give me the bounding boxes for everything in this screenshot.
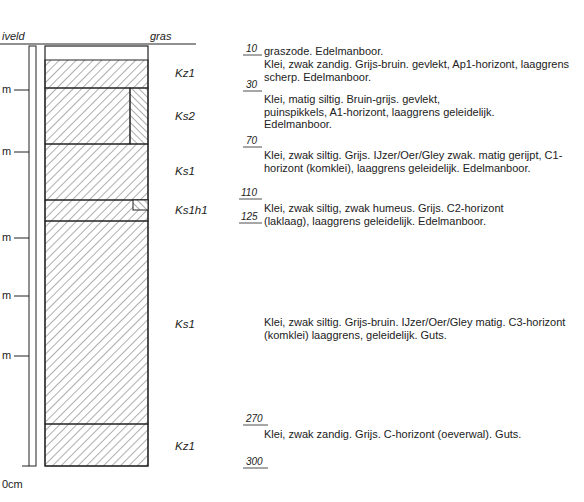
layer-description: Klei, zwak zandig. Grijs. C-horizont (oe…: [264, 428, 576, 441]
layer-description: Klei, zwak siltig. Grijs. IJzer/Oer/Gley…: [264, 149, 576, 174]
depth-number: 10: [246, 43, 257, 55]
layer-code: Ks1h1: [175, 204, 208, 217]
scale-unit: m: [2, 83, 11, 96]
scale-unit: m: [2, 289, 11, 302]
depth-number: 30: [246, 79, 257, 91]
scale-unit: m: [2, 349, 11, 362]
layer-code: Ks1: [175, 165, 195, 178]
layer-description: Klei, zwak siltig. Grijs-bruin. IJzer/Oe…: [264, 316, 576, 341]
depth-number: 70: [246, 135, 257, 147]
layer-code: Ks2: [175, 110, 195, 123]
scale-unit: m: [2, 145, 11, 158]
ground-level-label: iveld: [2, 30, 25, 43]
layer-code: Kz1: [175, 440, 195, 453]
depth-number: 270: [246, 413, 263, 425]
layer-code: Ks1: [175, 318, 195, 331]
layer-code: Kz1: [175, 67, 195, 80]
scale-unit: 0cm: [2, 478, 23, 491]
depth-number: 125: [241, 211, 258, 223]
layer-description: Klei, zwak siltig, zwak humeus. Grijs. C…: [264, 202, 524, 227]
depth-number: 300: [246, 456, 263, 468]
scale-unit: m: [2, 231, 11, 244]
layer-description: graszode. Edelmanboor.: [264, 45, 564, 58]
layer-description: Klei, matig siltig. Bruin-grijs. gevlekt…: [264, 93, 499, 131]
depth-number: 110: [241, 187, 257, 199]
surface-label: gras: [150, 30, 171, 43]
layer-description: Klei, zwak zandig. Grijs-bruin. gevlekt,…: [264, 58, 576, 83]
